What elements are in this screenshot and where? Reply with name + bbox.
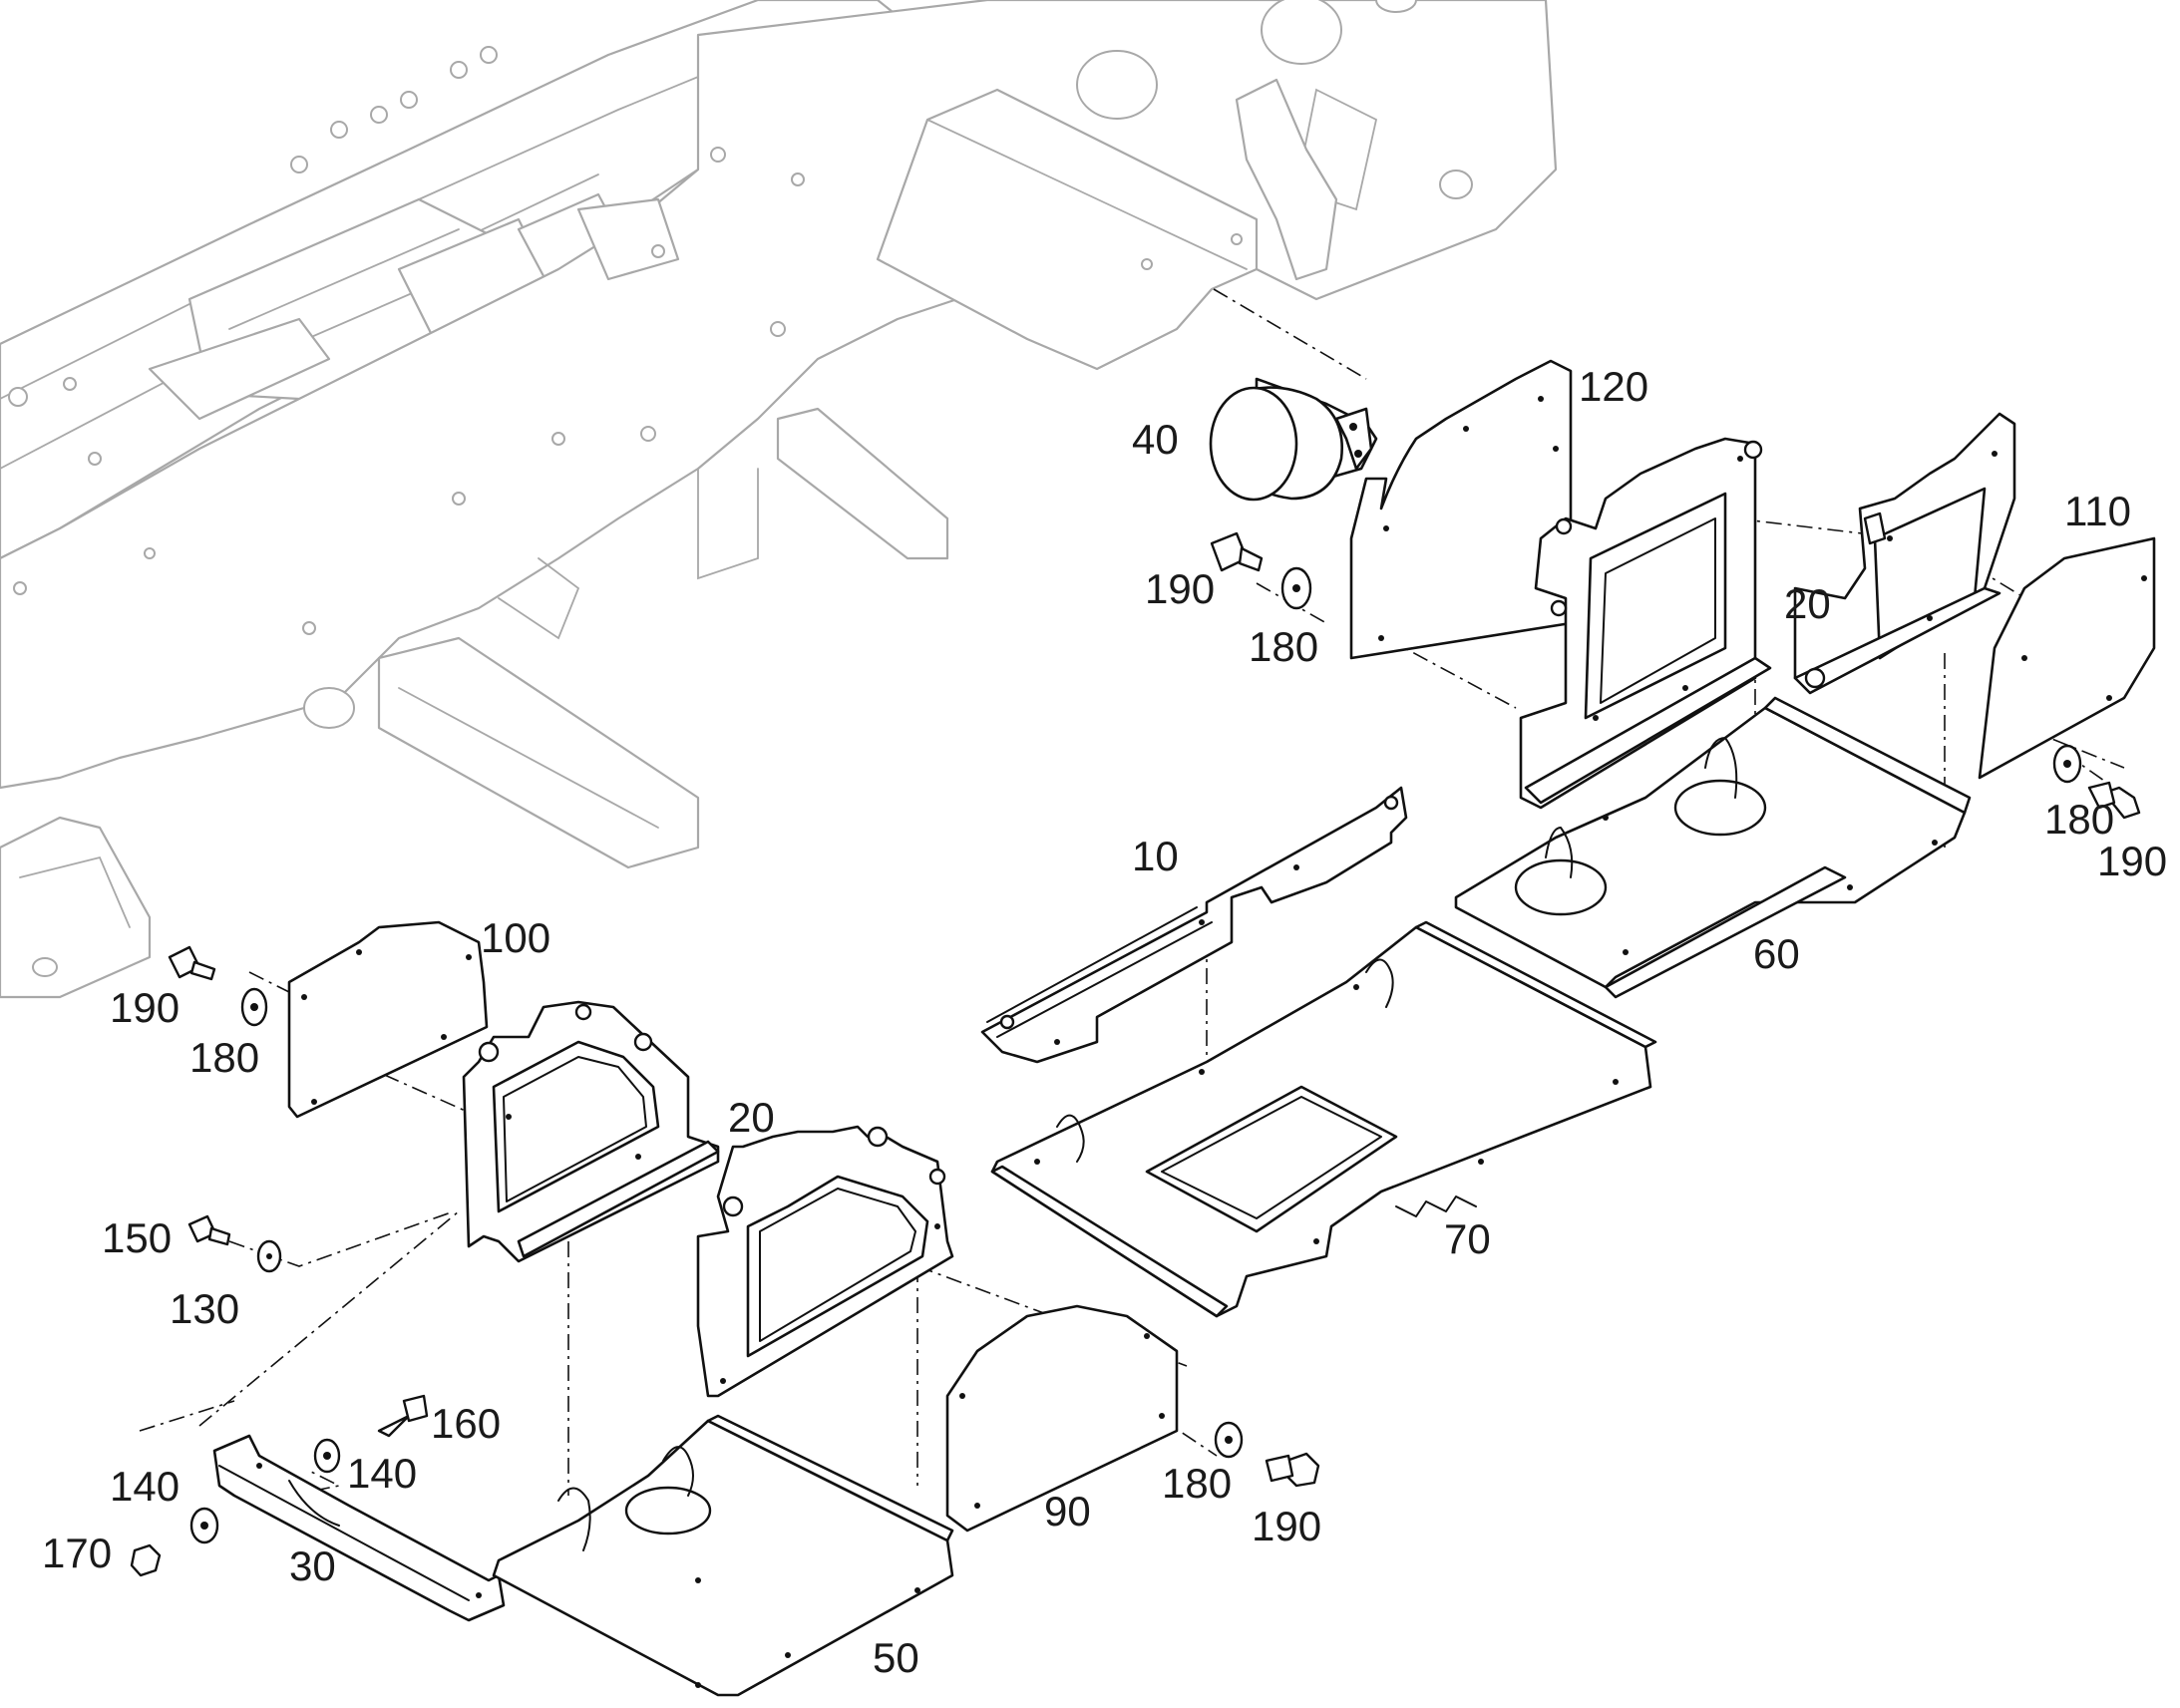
callout-60: 60 <box>1753 930 1800 977</box>
bolt-190-lower <box>1265 1452 1320 1488</box>
part-120-panel <box>1349 359 1573 660</box>
callout-160: 160 <box>431 1400 501 1447</box>
callout-10: 10 <box>1132 833 1179 879</box>
callout-120: 120 <box>1579 363 1648 410</box>
part-20-bracket-lower-center <box>696 1125 954 1398</box>
part-30-bar <box>212 1434 506 1622</box>
callout-90: 90 <box>1044 1488 1091 1535</box>
callout-180: 180 <box>189 1034 259 1081</box>
callout-130: 130 <box>170 1285 239 1332</box>
callout-70: 70 <box>1444 1215 1491 1262</box>
part-60-floor-plate <box>1454 696 1972 999</box>
chassis-frame <box>0 0 1558 999</box>
part-50-floor-plate <box>492 1414 954 1697</box>
callout-170: 170 <box>42 1530 112 1576</box>
callout-150: 150 <box>102 1214 172 1261</box>
callout-180: 180 <box>1249 623 1318 670</box>
callout-190: 190 <box>110 984 180 1031</box>
part-90-panel <box>945 1304 1179 1533</box>
part-20-bracket-upper-right <box>1793 412 2016 695</box>
callout-190: 190 <box>2097 838 2167 884</box>
bolt-190-upper <box>1210 531 1264 572</box>
callout-180: 180 <box>1162 1460 1232 1507</box>
callout-50: 50 <box>873 1634 919 1681</box>
callout-30: 30 <box>289 1542 336 1589</box>
bolt-150 <box>187 1214 231 1246</box>
callout-20: 20 <box>728 1094 775 1141</box>
callout-140: 140 <box>347 1450 417 1497</box>
part-20-bracket-lower-left <box>462 1000 720 1263</box>
bolt-190-right <box>2087 781 2141 820</box>
bolt-190-left <box>168 945 216 981</box>
callout-140: 140 <box>110 1463 180 1510</box>
nut-170 <box>130 1543 162 1577</box>
callout-110: 110 <box>2064 488 2131 534</box>
part-70-floor-plate <box>990 920 1657 1318</box>
hardware <box>130 531 2141 1577</box>
part-20-bracket-upper <box>1519 437 1772 810</box>
callout-labels: 120 40 190 180 110 20 10 60 180 190 100 … <box>42 363 2167 1681</box>
callout-100: 100 <box>481 914 550 961</box>
part-10-rail <box>980 786 1408 1064</box>
callout-20: 20 <box>1784 580 1831 627</box>
callout-180: 180 <box>2044 796 2114 843</box>
bolt-160 <box>377 1394 429 1438</box>
part-40-cylinder <box>1209 377 1378 502</box>
callout-190: 190 <box>1145 565 1215 612</box>
callout-190: 190 <box>1252 1503 1321 1549</box>
part-100-panel <box>287 920 489 1119</box>
callout-40: 40 <box>1132 416 1179 463</box>
part-110-panel <box>1978 536 2156 780</box>
